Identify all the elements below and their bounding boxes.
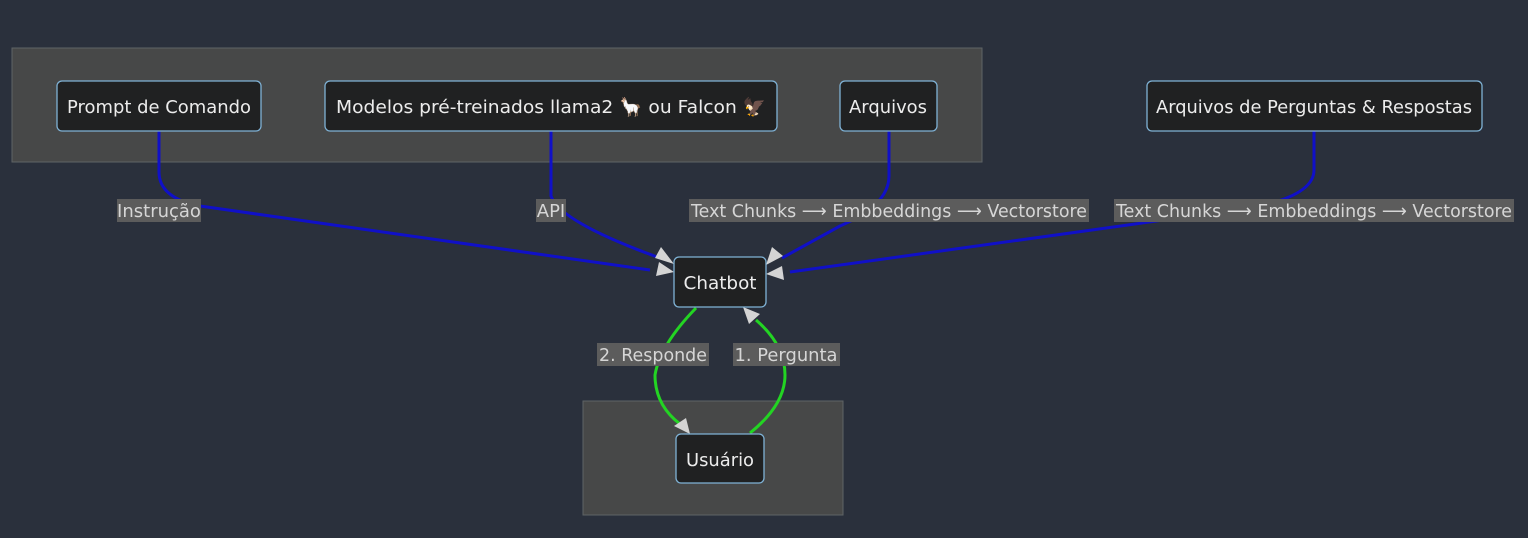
arrowhead-prompt	[656, 262, 674, 276]
svg-text:Text Chunks ⟶ Embbeddings ⟶ Ve: Text Chunks ⟶ Embbeddings ⟶ Vectorstore	[690, 201, 1087, 222]
edge-modelos-chatbot	[549, 131, 661, 260]
arrowhead-usuario	[674, 418, 690, 434]
node-arquivos-perguntas-respostas[interactable]: Arquivos de Perguntas & Respostas	[1146, 80, 1483, 132]
svg-text:Prompt de Comando: Prompt de Comando	[67, 97, 251, 118]
node-usuario[interactable]: Usuário	[675, 433, 765, 484]
svg-text:Text Chunks ⟶ Embbeddings ⟶ Ve: Text Chunks ⟶ Embbeddings ⟶ Vectorstore	[1115, 201, 1512, 222]
arrowhead-modelos	[655, 247, 674, 264]
svg-text:Instrução: Instrução	[117, 201, 201, 222]
arrowhead-chatbot	[743, 307, 760, 324]
edge-label-responde: 2. Responde	[597, 343, 709, 366]
edge-label-chunks-arquivos: Text Chunks ⟶ Embbeddings ⟶ Vectorstore	[689, 199, 1089, 222]
svg-text:Chatbot: Chatbot	[684, 273, 757, 294]
edge-chatbot-usuario	[653, 306, 698, 426]
edge-usuario-chatbot	[749, 318, 787, 435]
edge-label-instrucao: Instrução	[117, 199, 201, 222]
edge-label-api: API	[536, 199, 566, 222]
edge-label-chunks-arquivos-qa: Text Chunks ⟶ Embbeddings ⟶ Vectorstore	[1114, 199, 1514, 222]
svg-text:API: API	[537, 201, 565, 222]
svg-text:Modelos pré-treinados llama2 �: Modelos pré-treinados llama2 🦙 ou Falcon…	[336, 96, 766, 118]
node-modelos-pre-treinados[interactable]: Modelos pré-treinados llama2 🦙 ou Falcon…	[324, 80, 778, 132]
arrowhead-arquivos-qa	[766, 266, 784, 280]
node-chatbot[interactable]: Chatbot	[673, 256, 767, 308]
svg-text:Arquivos: Arquivos	[849, 97, 927, 118]
svg-text:2. Responde: 2. Responde	[599, 345, 707, 366]
svg-text:1. Pergunta: 1. Pergunta	[735, 345, 838, 366]
svg-text:Arquivos de Perguntas & Respos: Arquivos de Perguntas & Respostas	[1156, 97, 1472, 118]
node-prompt-de-comando[interactable]: Prompt de Comando	[56, 80, 262, 132]
edge-label-pergunta: 1. Pergunta	[733, 343, 840, 366]
arrowhead-arquivos	[766, 247, 783, 265]
node-arquivos[interactable]: Arquivos	[839, 80, 938, 132]
svg-text:Usuário: Usuário	[686, 450, 754, 471]
